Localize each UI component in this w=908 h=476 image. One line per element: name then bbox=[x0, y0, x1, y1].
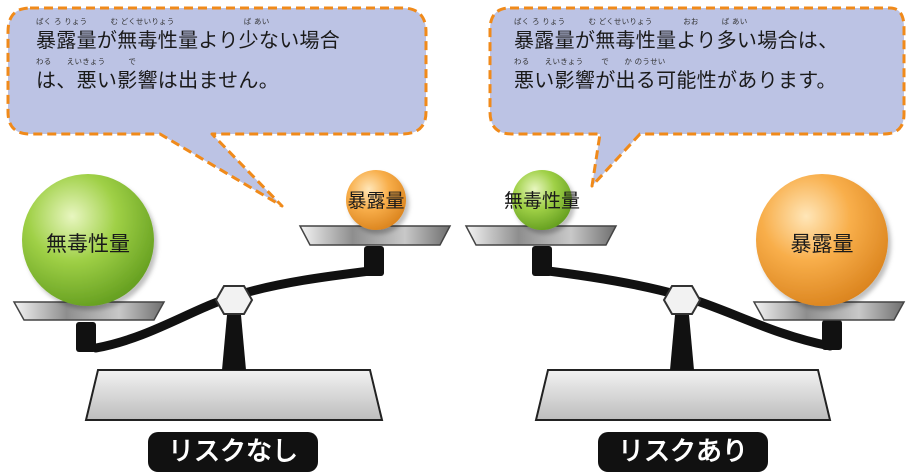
right-heavy-ball bbox=[756, 174, 888, 306]
left-bubble-line-2: は、悪い影響は出ません。 bbox=[36, 68, 279, 92]
left-low-pan-stem bbox=[76, 322, 96, 352]
no-risk-badge: リスクなし bbox=[148, 432, 318, 472]
right-high-pan bbox=[464, 225, 618, 246]
right-scale-base bbox=[534, 369, 832, 421]
left-pivot-hexagon bbox=[214, 285, 254, 315]
left-heavy-ball bbox=[22, 174, 154, 306]
right-bubble-line-2: 悪い影響が出る可能性があります。 bbox=[514, 68, 837, 92]
left-heavy-ball-label: 無毒性量 bbox=[46, 232, 130, 256]
left-balance-scale bbox=[12, 170, 452, 421]
right-speech-bubble bbox=[488, 6, 906, 188]
left-light-ball bbox=[346, 170, 406, 230]
left-speech-bubble bbox=[6, 6, 428, 208]
risk-badge: リスクあり bbox=[598, 432, 768, 472]
left-light-ball-label: 暴露量 bbox=[347, 190, 405, 212]
right-bubble-line-1: 暴露量が無毒性量より多い場合は、 bbox=[514, 28, 839, 52]
left-high-pan-stem bbox=[364, 246, 384, 276]
right-balance-scale bbox=[464, 170, 906, 421]
right-low-pan-stem bbox=[822, 320, 842, 350]
right-light-ball bbox=[512, 170, 572, 230]
right-low-pan bbox=[752, 301, 906, 321]
right-bubble-ruby-1: ばく ろ りょう む どくせいりょう おお ば あい bbox=[514, 17, 748, 26]
right-pivot-hexagon bbox=[662, 285, 702, 315]
left-high-pan bbox=[298, 225, 452, 246]
right-scale-pillar bbox=[670, 304, 694, 370]
left-low-pan bbox=[12, 301, 166, 321]
right-heavy-ball-label: 暴露量 bbox=[790, 232, 854, 256]
right-high-pan-stem bbox=[532, 246, 552, 276]
right-light-ball-label: 無毒性量 bbox=[503, 190, 580, 212]
left-bubble-ruby-1: ばく ろ りょう む どくせいりょう ば あい bbox=[36, 17, 270, 26]
left-scale-pillar bbox=[222, 304, 246, 370]
left-bubble-line-1: 暴露量が無毒性量より少ない場合 bbox=[36, 28, 341, 52]
left-scale-base bbox=[84, 369, 384, 421]
right-bubble-ruby-2: わる えいきょう で か のうせい bbox=[514, 57, 666, 66]
left-bubble-ruby-2: わる えいきょう で bbox=[36, 57, 137, 66]
